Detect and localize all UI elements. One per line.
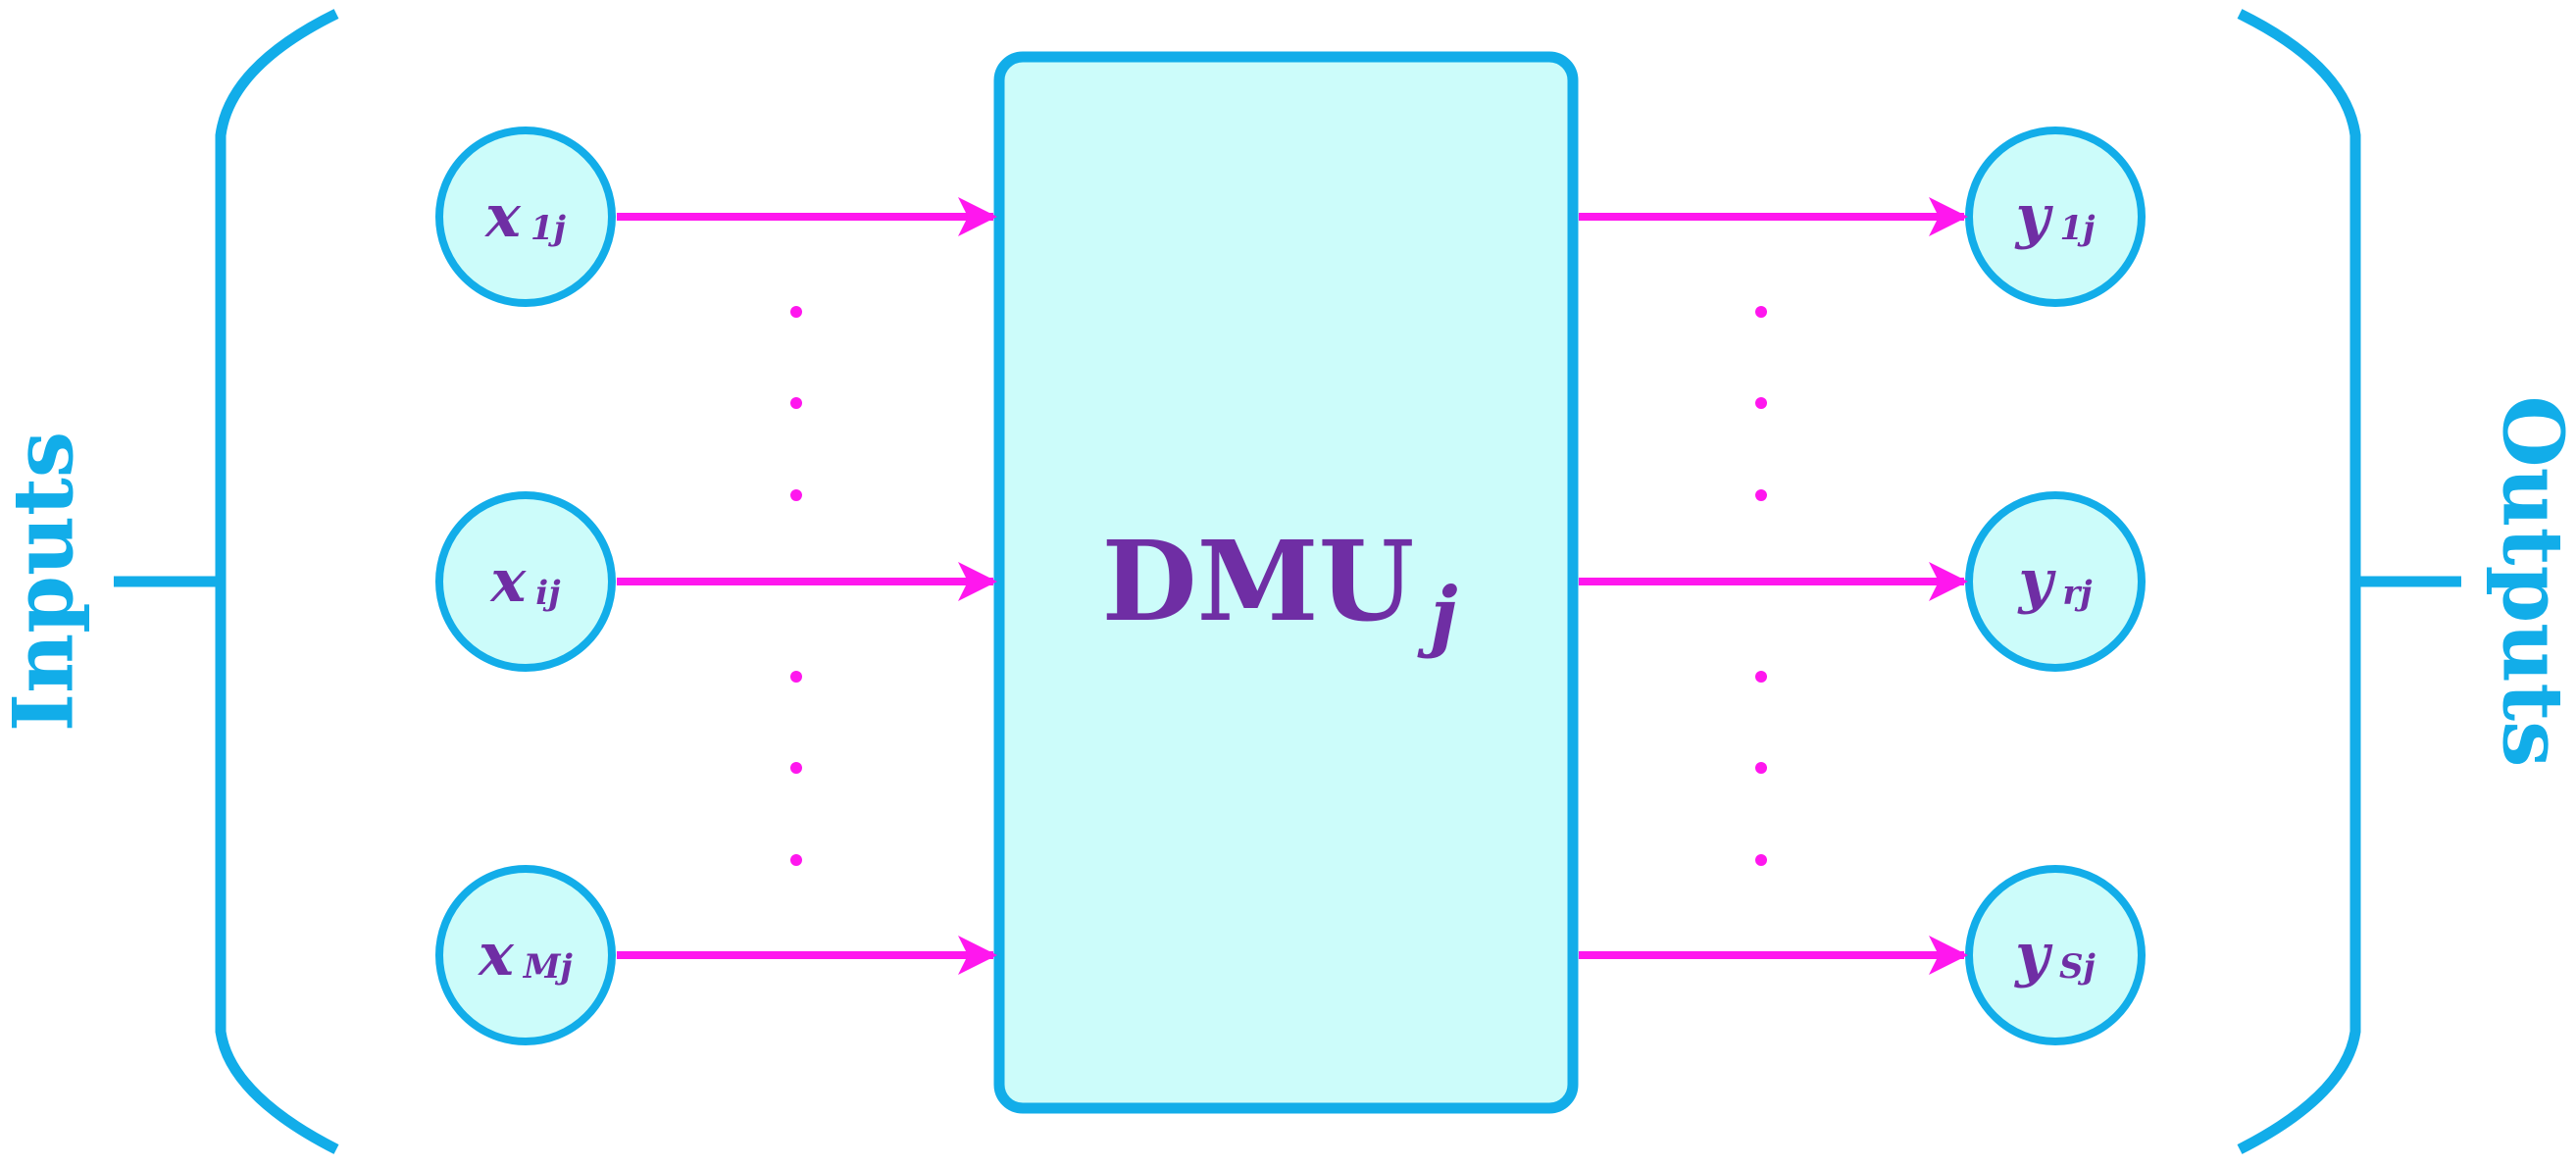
- output-arrows: [1579, 197, 1968, 975]
- input-node-label: x Mj: [477, 921, 573, 989]
- output-node-last: y Sj: [1965, 865, 2146, 1045]
- ellipsis-dot: [1755, 671, 1767, 683]
- output-node-circle: [1965, 491, 2146, 672]
- ellipsis-dot: [790, 854, 802, 866]
- dmu-label-main: DMU: [1101, 518, 1414, 646]
- output-var: y: [2016, 547, 2056, 616]
- input-sub: ij: [535, 574, 561, 613]
- input-node-circle: [435, 127, 616, 307]
- input-node-last: x Mj: [435, 865, 616, 1045]
- output-sub: rj: [2062, 574, 2093, 613]
- output-sub: 1j: [2059, 209, 2096, 248]
- outputs-label: Outputs: [2485, 396, 2576, 768]
- output-node-label: y Sj: [2013, 921, 2096, 989]
- ellipsis-dot: [1755, 397, 1767, 409]
- ellipsis-dot: [790, 306, 802, 318]
- input-node-circle: [435, 865, 616, 1045]
- input-node-circle: [435, 491, 616, 672]
- dmu-label: DMU j: [1101, 518, 1457, 660]
- inputs-label: Inputs: [0, 431, 92, 732]
- input-var: x: [477, 921, 515, 989]
- ellipsis-dot: [1755, 489, 1767, 501]
- dmu-box-rect: [993, 51, 1579, 1114]
- input-arrows: [617, 197, 997, 975]
- ellipsis-dot: [790, 489, 802, 501]
- ellipsis-dots: [790, 306, 1767, 866]
- output-sub: Sj: [2059, 947, 2096, 987]
- ellipsis-dot: [790, 397, 802, 409]
- output-var: y: [2014, 182, 2054, 251]
- output-node-circle: [1965, 865, 2146, 1045]
- input-sub: 1j: [530, 209, 567, 248]
- input-node-first: x 1j: [435, 127, 616, 307]
- ellipsis-dot: [1755, 306, 1767, 318]
- ellipsis-dot: [790, 671, 802, 683]
- input-node-label: x ij: [489, 547, 562, 616]
- inputs-bracket-curve: [215, 9, 339, 1154]
- output-var: y: [2013, 921, 2053, 989]
- input-var: x: [489, 547, 528, 616]
- output-node-middle: y rj: [1965, 491, 2146, 672]
- ellipsis-dot: [1755, 762, 1767, 774]
- outputs-bracket-curve: [2237, 9, 2361, 1154]
- ellipsis-dot: [1755, 854, 1767, 866]
- output-node-label: y rj: [2016, 547, 2093, 616]
- output-node-label: y 1j: [2014, 182, 2096, 251]
- input-var: x: [483, 182, 522, 251]
- input-node-middle: x ij: [435, 491, 616, 672]
- output-node-first: y 1j: [1965, 127, 2146, 307]
- outputs-bracket: [2237, 9, 2461, 1154]
- input-sub: Mj: [523, 947, 574, 987]
- output-node-circle: [1965, 127, 2146, 307]
- ellipsis-dot: [790, 762, 802, 774]
- dmu-box: DMU j: [993, 51, 1579, 1114]
- inputs-bracket: [114, 9, 339, 1154]
- input-node-label: x 1j: [483, 182, 566, 251]
